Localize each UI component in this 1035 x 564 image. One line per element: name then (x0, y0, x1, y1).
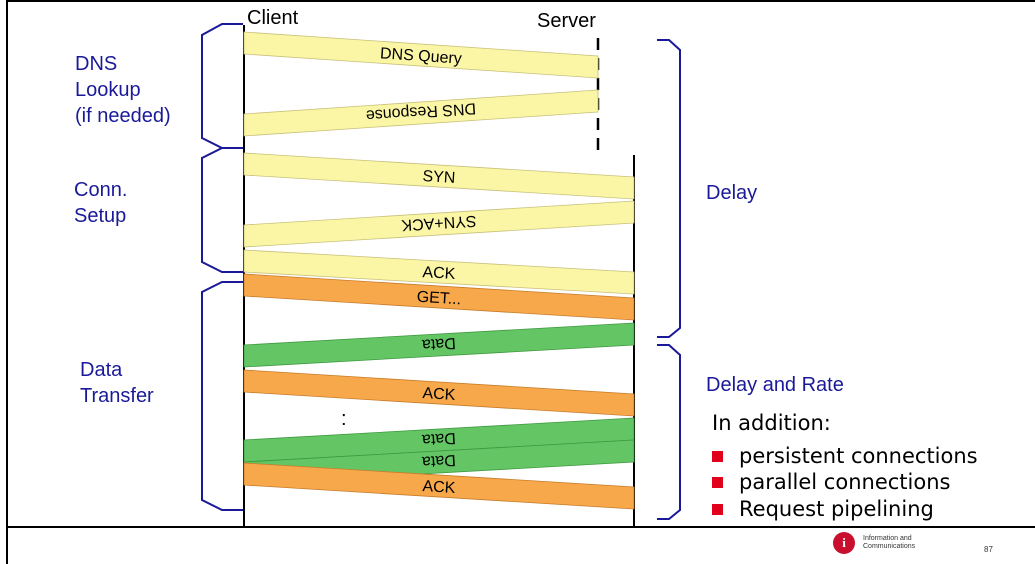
delay-bracket (657, 39, 681, 338)
message-label: SYN+ACK (401, 212, 477, 234)
message-label: ACK (422, 478, 456, 497)
square-bullet-icon (712, 450, 723, 462)
conn-phase-bracket (201, 147, 243, 273)
message-label: Data (421, 451, 456, 470)
message-band (243, 89, 599, 137)
logo-icon: i (833, 532, 855, 554)
message-band (243, 273, 635, 321)
dns-lookup-label: DNS Lookup (if needed) (75, 53, 171, 127)
message-label: SYN (422, 168, 456, 187)
frame-top-border (6, 0, 1035, 2)
delay-label: Delay (706, 182, 758, 204)
addition-item: Request pipelining (712, 496, 934, 522)
message-band (243, 249, 635, 295)
delay-rate-bracket (657, 344, 681, 520)
message-band (243, 462, 635, 510)
server-label: Server (537, 10, 596, 32)
page-number: 87 (984, 545, 993, 554)
message-label: Data (421, 429, 456, 448)
delay-rate-label: Delay and Rate (706, 374, 844, 396)
addition-item: parallel connections (712, 469, 950, 495)
message-band (243, 31, 599, 79)
message-label: DNS Query (380, 45, 463, 67)
message-band (243, 200, 635, 248)
dns-phase-bracket (201, 23, 243, 149)
square-bullet-icon (712, 476, 723, 488)
message-band (243, 152, 635, 200)
addition-item-text: parallel connections (739, 470, 951, 494)
message-band (243, 369, 635, 417)
frame-left-border (6, 0, 8, 564)
addition-item-text: Request pipelining (739, 497, 934, 521)
square-bullet-icon (712, 503, 723, 515)
addition-item: persistent connections (712, 443, 978, 469)
footer-logo: i Information and Communications (833, 532, 933, 554)
frame-bottom-divider (6, 526, 1035, 528)
message-label: Data (421, 334, 456, 353)
message-band (243, 322, 635, 368)
addition-item-text: persistent connections (739, 444, 978, 468)
in-addition-heading: In addition: (712, 411, 831, 435)
message-label: GET... (416, 289, 461, 309)
logo-text: Information and Communications (863, 535, 916, 550)
transfer-ellipsis: : (341, 408, 347, 430)
message-label: ACK (422, 264, 456, 283)
conn-setup-label: Conn. Setup (74, 179, 128, 227)
client-label: Client (247, 7, 299, 29)
message-label: ACK (422, 385, 456, 404)
data-transfer-label: Data Transfer (80, 359, 154, 407)
data-phase-bracket (201, 281, 243, 511)
